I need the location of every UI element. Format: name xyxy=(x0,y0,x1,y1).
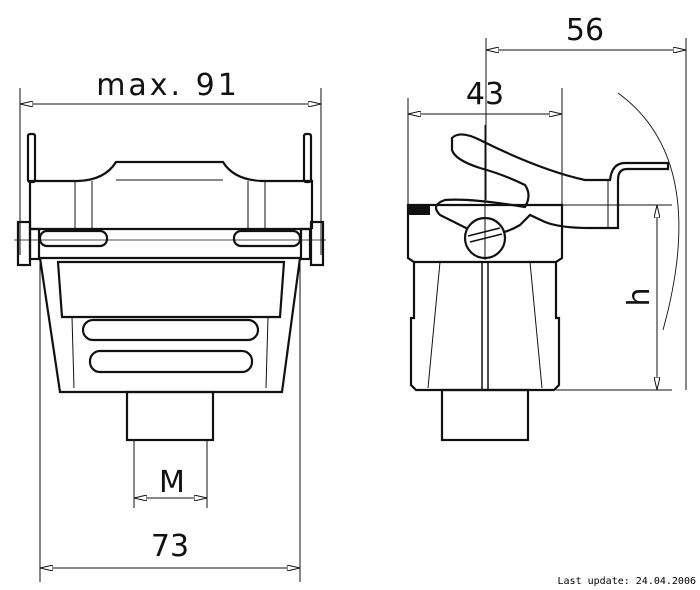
swing-arc xyxy=(617,92,680,331)
screw-slot-line-2 xyxy=(469,233,503,243)
front-detail-lines xyxy=(71,179,269,389)
latch-bar-left xyxy=(26,132,37,184)
dim-43-label: 43 xyxy=(466,77,504,112)
slot-1 xyxy=(81,318,260,342)
slot-2 xyxy=(88,349,254,374)
latch-slot-left xyxy=(38,229,109,248)
pin-collar-right xyxy=(299,227,312,261)
housing-body xyxy=(409,262,561,392)
flange-seal-mark xyxy=(408,205,430,215)
cable-gland-side xyxy=(440,388,530,442)
front-view xyxy=(14,88,326,582)
cable-gland xyxy=(125,390,215,442)
hood-top xyxy=(28,160,314,229)
last-update-text: Last update: 24.04.2006 xyxy=(557,576,696,587)
hood-body xyxy=(38,256,302,394)
side-extension-lines xyxy=(407,38,687,391)
latch-bar-right xyxy=(302,132,313,184)
extension-lines xyxy=(19,88,322,582)
screw-slot-line-1 xyxy=(467,227,501,237)
pin-collar-left xyxy=(28,227,41,261)
side-detail-lines xyxy=(427,125,543,389)
latch-slot-right xyxy=(232,229,302,248)
side-view xyxy=(406,38,687,442)
dim-73-label: 73 xyxy=(151,529,189,564)
lever xyxy=(434,133,670,236)
dim-max91-label: max. 91 xyxy=(96,68,240,103)
dim-56-label: 56 xyxy=(566,13,604,48)
dim-h-label: h xyxy=(622,287,657,306)
hood-inner-panel xyxy=(56,260,286,319)
dim-m-label: M xyxy=(159,465,185,500)
